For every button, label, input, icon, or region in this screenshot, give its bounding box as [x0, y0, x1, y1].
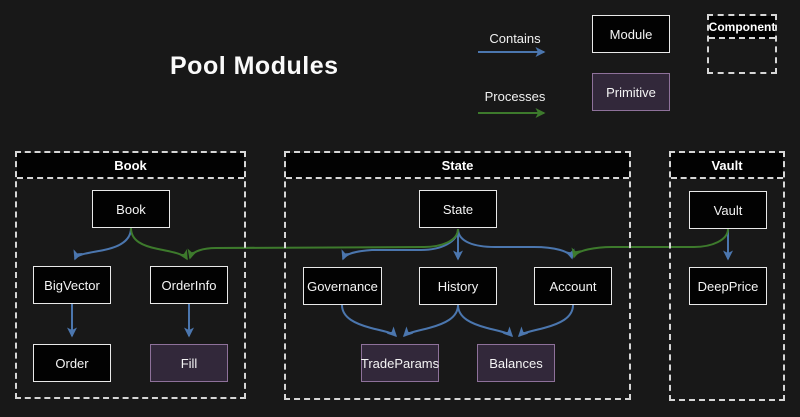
- node-tradeparams: TradeParams: [361, 344, 439, 382]
- node-bigvector: BigVector: [33, 266, 111, 304]
- edge-book-bigvector: [73, 227, 132, 261]
- node-balances: Balances: [477, 344, 555, 382]
- node-fill: Fill: [150, 344, 228, 382]
- group-book-title: Book: [17, 153, 244, 179]
- node-governance: Governance: [303, 267, 382, 305]
- group-state-title: State: [286, 153, 629, 179]
- legend-component-label: Component: [709, 16, 775, 39]
- page-title: Pool Modules: [170, 52, 339, 80]
- edge-book-orderinfo: [130, 227, 188, 261]
- edge-history-tradeparams: [402, 304, 459, 338]
- legend-module-box: Module: [592, 15, 670, 53]
- node-history: History: [419, 267, 497, 305]
- node-account: Account: [534, 267, 612, 305]
- legend-processes-label: Processes: [484, 89, 546, 104]
- group-vault: Vault: [669, 151, 785, 401]
- legend-contains-label: Contains: [489, 31, 541, 46]
- edge-vault-account: [571, 228, 729, 259]
- edge-state-orderinfo: [187, 228, 459, 260]
- group-state: State: [284, 151, 631, 400]
- node-vault: Vault: [689, 191, 767, 229]
- edge-governance-tradeparams: [341, 304, 398, 338]
- group-vault-title: Vault: [671, 153, 783, 179]
- node-order: Order: [33, 344, 111, 382]
- group-book: Book: [15, 151, 246, 399]
- node-deepprice: DeepPrice: [689, 267, 767, 305]
- edge-account-balances: [517, 304, 574, 338]
- legend-component-box: Component: [707, 14, 777, 74]
- node-book: Book: [92, 190, 170, 228]
- node-orderinfo: OrderInfo: [150, 266, 228, 304]
- legend-primitive-box: Primitive: [592, 73, 670, 111]
- edge-history-balances: [457, 304, 514, 338]
- edge-state-account: [457, 228, 575, 260]
- node-state: State: [419, 190, 497, 228]
